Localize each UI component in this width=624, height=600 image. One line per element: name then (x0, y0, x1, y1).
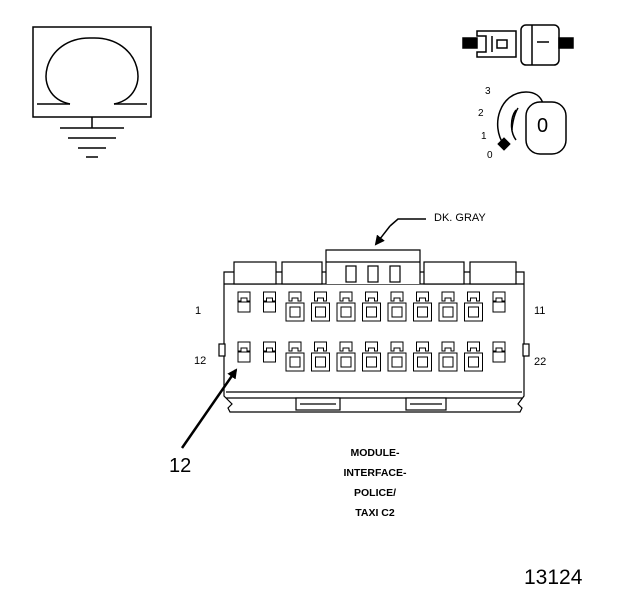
cavity-12-pointer (180, 368, 238, 449)
cavity-22 (492, 341, 506, 363)
key-position-2: 2 (478, 108, 484, 119)
cavity-3 (285, 291, 305, 322)
cavity-16 (336, 341, 356, 372)
figure-number: 13124 (524, 566, 583, 589)
cavity-17 (362, 341, 381, 372)
key-position-3: 3 (485, 86, 491, 97)
key-position-0: 0 (487, 150, 493, 161)
pin-label-1: 1 (195, 305, 202, 317)
cavity-19 (413, 341, 432, 372)
wire-color-leader (374, 218, 426, 246)
pin-label-12: 12 (194, 355, 207, 367)
cavity-9 (438, 291, 458, 322)
pin-label-11: 11 (534, 305, 546, 317)
cavity-6 (362, 291, 381, 322)
connector-body (218, 249, 530, 413)
wire-color-label: DK. GRAY (434, 212, 486, 224)
connector-title-line-3: POLICE/ (353, 487, 396, 499)
ignition-key-icon (496, 91, 567, 155)
connector-title-line-1: MODULE- (350, 447, 400, 459)
connector-title-line-4: TAXI C2 (355, 507, 395, 519)
connector-cavities (237, 291, 506, 372)
pointer-callout-number: 12 (169, 455, 192, 477)
cavity-21 (464, 341, 483, 372)
key-face-label: 0 (537, 115, 549, 137)
ohmmeter-ground-icon (32, 26, 152, 158)
cavity-10 (464, 291, 483, 322)
connector-plug-icon (462, 24, 574, 66)
cavity-14 (285, 341, 305, 372)
connector-title-line-2: INTERFACE- (343, 467, 407, 479)
cavity-20 (438, 341, 458, 372)
cavity-13 (263, 341, 276, 363)
cavity-12 (237, 341, 251, 363)
cavity-4 (311, 291, 330, 322)
cavity-1 (237, 291, 251, 313)
key-position-1: 1 (481, 131, 487, 142)
cavity-8 (413, 291, 432, 322)
cavity-2 (263, 291, 276, 313)
cavity-15 (311, 341, 330, 372)
cavity-11 (492, 291, 506, 313)
pin-label-22: 22 (534, 356, 547, 368)
cavity-18 (387, 341, 407, 372)
cavity-7 (387, 291, 407, 322)
cavity-5 (336, 291, 356, 322)
